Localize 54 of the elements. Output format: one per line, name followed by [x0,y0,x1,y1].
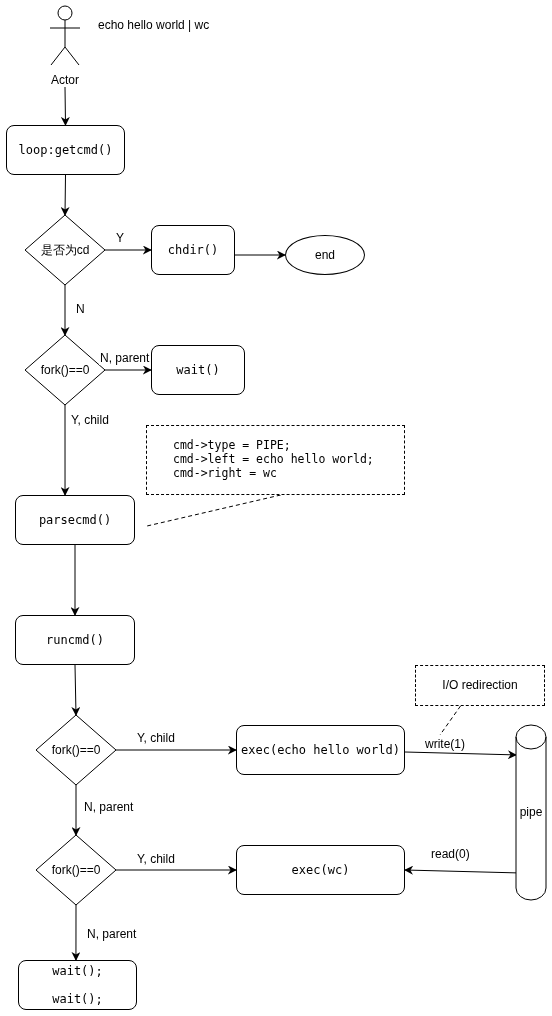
edge-label: N, parent [86,927,138,942]
arrow [60,174,70,216]
arrow [71,904,81,961]
arrow [70,544,80,616]
arrow [71,784,81,836]
process-box [236,845,405,895]
process-label: wait() [176,362,220,378]
arrow [115,745,237,755]
code-line: wait(); [52,991,103,1006]
edge-label: Y, child [136,852,176,867]
process-label: loop:getcmd() [18,142,113,158]
actor-label: Actor [51,72,79,87]
process-label: exec(wc) [291,862,350,878]
code-line: wait(); [52,964,103,979]
process-box [15,615,135,665]
process-label: chdir() [167,242,219,258]
terminal-label: end [315,247,335,263]
edge-label: write(1) [424,737,466,752]
pipe-label: pipe [519,805,543,820]
edge-label: Y, child [136,731,176,746]
code-line: cmd->type = PIPE; [173,439,291,453]
code-line: cmd->left = echo hello world; [173,453,374,467]
arrow [104,365,152,375]
process-box [151,345,245,395]
decision-label: fork()==0 [51,862,101,878]
arrow [404,750,517,760]
arrow [234,250,286,260]
arrow [404,865,517,875]
process-box [151,225,235,275]
process-label: runcmd() [46,632,104,648]
process-label: parsecmd() [38,512,112,528]
process-label: exec(echo hello world) [241,742,400,758]
command-text: echo hello world | wc [97,18,211,33]
note-text: I/O redirection [442,678,518,693]
note-box [415,665,545,706]
note-box [146,425,405,495]
arrow [60,404,70,496]
decision-label: 是否为cd [40,242,90,258]
edge-label: read(0) [430,847,471,862]
arrow [60,284,70,336]
arrow [71,664,81,716]
arrow [115,865,237,875]
edge-label: N, parent [99,351,151,366]
decision-label: fork()==0 [40,362,90,378]
arrow [60,86,70,126]
code-line: cmd->right = wc [173,466,277,481]
process-box [6,125,125,175]
process-box [236,725,405,775]
arrow [104,245,152,255]
process-box [18,960,137,1010]
edge-label: Y, child [70,413,110,428]
process-box [15,495,135,545]
edge-label: N, parent [83,800,135,815]
decision-label: fork()==0 [51,742,101,758]
